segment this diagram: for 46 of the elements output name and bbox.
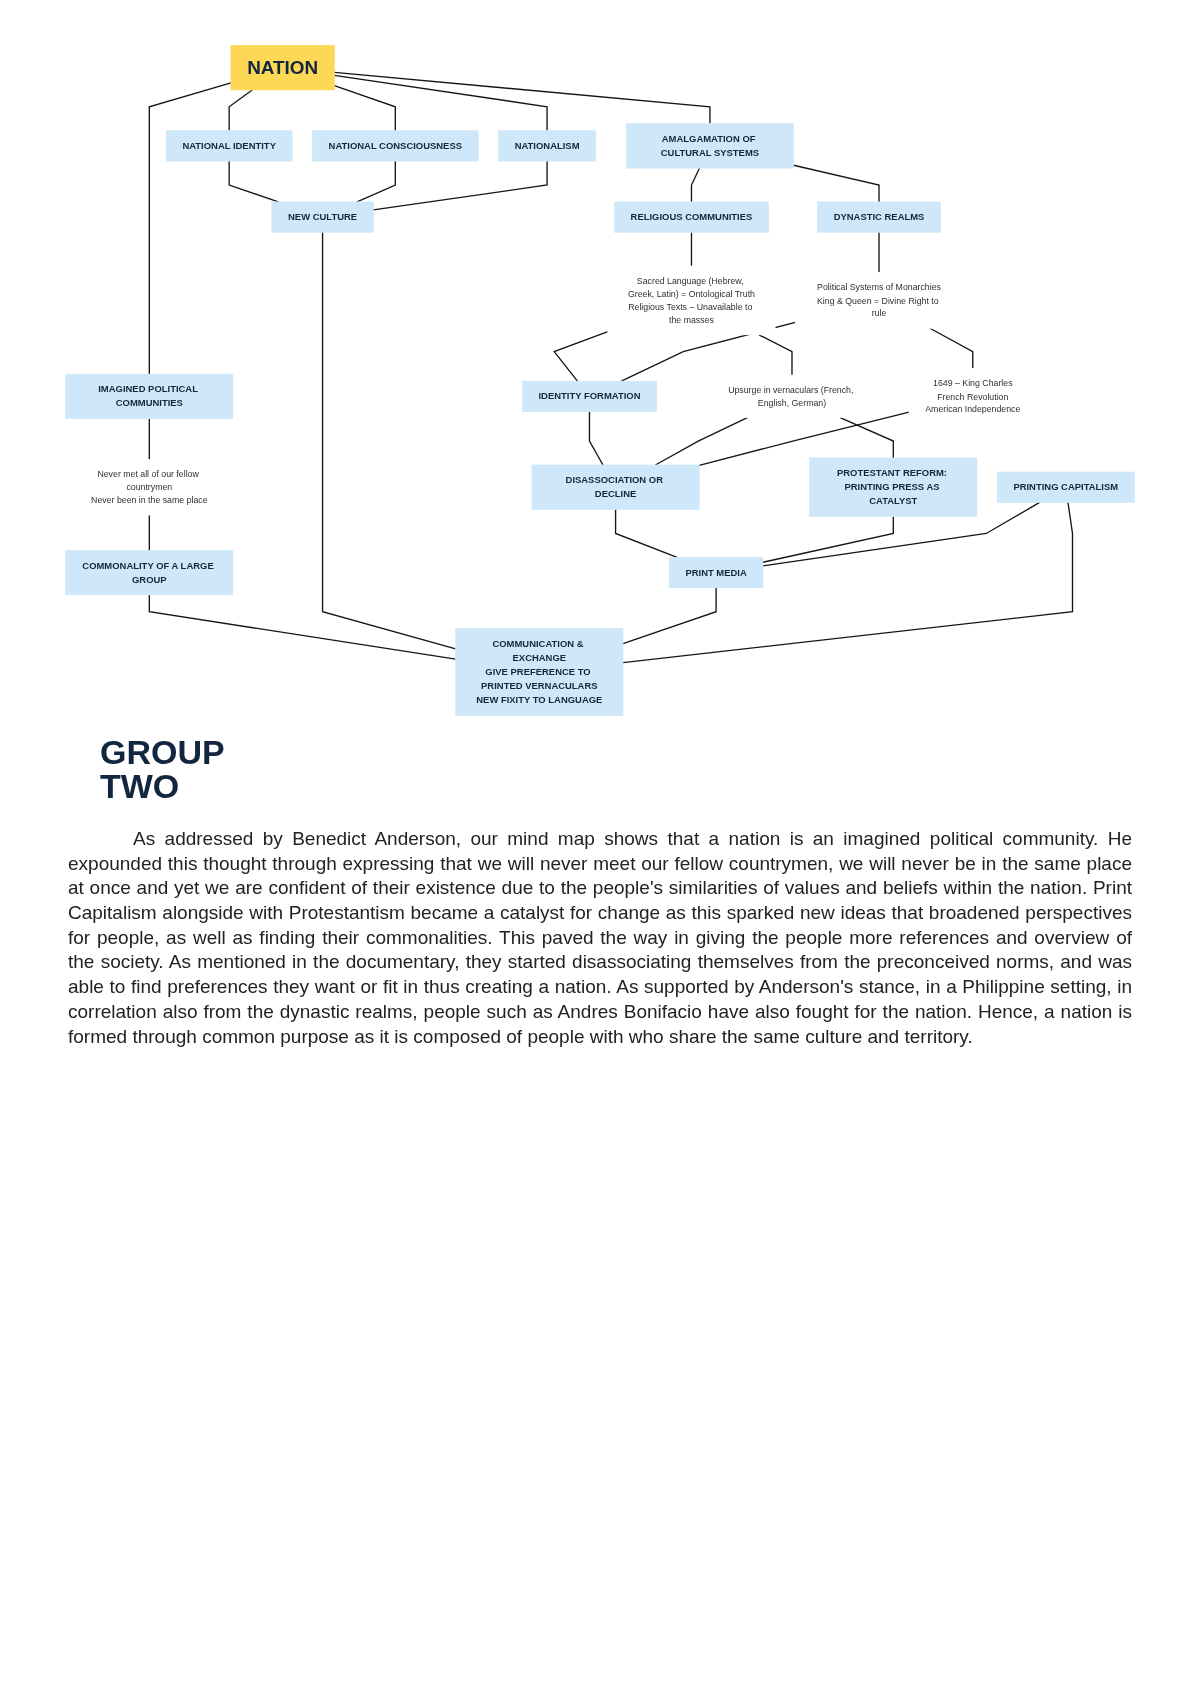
node-box: RELIGIOUS COMMUNITIES	[614, 201, 769, 233]
group-heading: GROUP TWO	[100, 735, 226, 803]
connector	[792, 164, 880, 203]
node-box: NEW CULTURE	[271, 201, 374, 233]
connector	[356, 160, 396, 203]
node-text: Upsurge in vernaculars (French, English, German)	[728, 384, 854, 408]
connector	[929, 327, 974, 370]
node-box: AMALGAMATION OF CULTURAL SYSTEMS	[625, 123, 794, 169]
connector	[622, 587, 717, 645]
node-box: DISASSOCIATION OR DECLINE	[531, 464, 700, 510]
connector	[148, 594, 457, 660]
connector	[614, 508, 678, 559]
node-box: PROTESTANT REFORM: PRINTING PRESS AS CATALYST	[809, 457, 978, 517]
node-box: NATIONAL IDENTITY	[165, 130, 293, 162]
connector	[148, 82, 232, 375]
connector	[762, 501, 1041, 567]
node-text: 1649 – King Charles French Revolution American Independence	[925, 377, 1021, 415]
caption-paragraph: As addressed by Benedict Anderson, our mind map shows that a nation is an imagined political community. He expounded this thought through expressing that we will never meet our fellow countrymen, we will never be in the same place at once and yet we are confident of their existence due to the people's similarities of values and beliefs within the nation. Print Capitalism alongside with Protestantism became a catalyst for change as this sparked new ideas that broadened perspectives for people, as well as finding their commonalities. This paved the way in giving the people more references and overview of the society. As mentioned in the documentary, they started disassociating themselves from the preconceived norms, and was able to find preferences they want or fit in thus creating a nation. As supported by Anderson's stance, in a Philippine setting, in correlation also from the dynastic realms, people such as Andres Bonifacio have also fought for the nation. Hence, a nation is formed through common purpose as it is composed of people with who share the same culture and territory.	[68, 827, 1132, 1049]
connector	[839, 416, 894, 459]
connector	[588, 410, 604, 466]
node-box: IDENTITY FORMATION	[521, 380, 657, 412]
connector	[762, 515, 894, 563]
node-box: PRINT MEDIA	[668, 557, 764, 589]
connector	[333, 71, 711, 125]
connector	[228, 89, 253, 132]
connector	[148, 514, 150, 551]
connector	[333, 84, 396, 132]
connector	[690, 231, 693, 267]
connector	[878, 231, 880, 274]
node-box: DYNASTIC REALMS	[817, 201, 941, 233]
connector	[690, 167, 701, 203]
connector	[148, 417, 150, 461]
connector	[372, 160, 548, 211]
node-box: PRINTING CAPITALISM	[996, 471, 1135, 503]
node-box: COMMONALITY OF A LARGE GROUP	[65, 550, 234, 596]
connector	[698, 411, 910, 467]
connector	[622, 501, 1074, 664]
connector	[333, 74, 548, 132]
node-text: Never met all of our fellow countrymen Never been in the same place	[91, 468, 208, 506]
node-box: NATIONALISM	[498, 130, 597, 162]
node-box: COMMUNICATION & EXCHANGE GIVE PREFERENCE TO PRINTED VERNACULARS NEW FIXITY TO LANGUAGE	[455, 628, 624, 716]
node-text: Political Systems of Monarchies King & Queen = Divine Right to rule	[816, 282, 941, 319]
node-box: IMAGINED POLITICAL COMMUNITIES	[65, 373, 234, 419]
node-box: NATIONAL CONSCIOUSNESS	[312, 130, 479, 162]
connector	[321, 231, 457, 650]
node-box: NATION	[230, 45, 335, 91]
